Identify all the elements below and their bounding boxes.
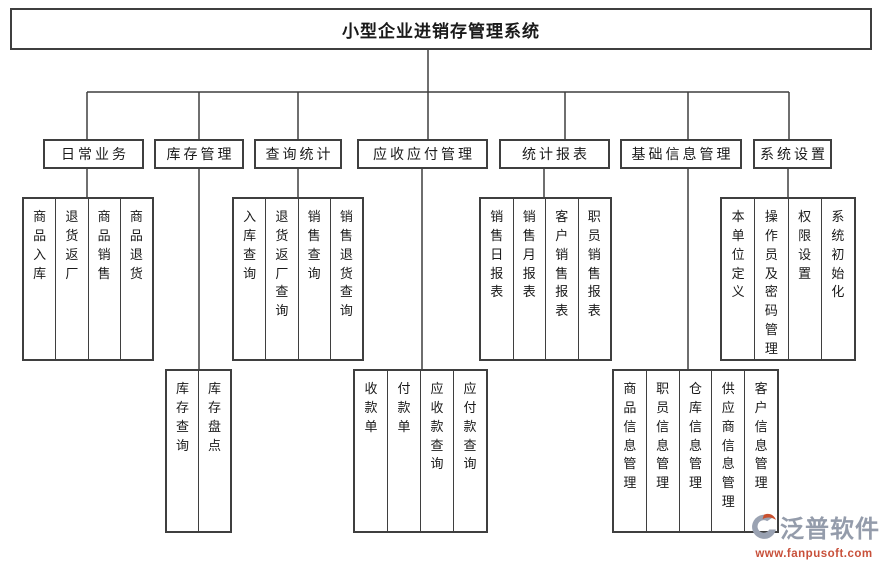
frame-query-statistics: 入库查询 退货返厂查询 销售查询 销售退货查询 [232, 197, 364, 361]
leaf-supplier-info: 供应商信息管理 [711, 371, 744, 531]
leaf-goods-info: 商品信息管理 [623, 381, 637, 491]
leaf-stock-query: 库存查询 [175, 381, 189, 453]
leaf-system-init: 系统初始化 [820, 199, 854, 359]
leaf-payment-voucher: 付款单 [387, 371, 420, 531]
fanpu-logo-icon [748, 512, 778, 547]
node-inventory-management: 库存管理 [154, 139, 244, 169]
node-system-settings: 系统设置 [753, 139, 832, 169]
system-title: 小型企业进销存管理系统 [10, 8, 872, 50]
leaf-warehouse-info: 仓库信息管理 [678, 371, 712, 531]
node-query-statistics: 查询统计 [254, 139, 342, 169]
frame-inventory-management: 库存查询 库存盘点 [165, 369, 232, 533]
vendor-watermark: 泛普软件 www.fanpusoft.com [748, 512, 880, 560]
frame-daily-business: 商品入库 退货返厂 商品销售 商品退货 [22, 197, 154, 361]
leaf-receipt-voucher: 收款单 [364, 381, 378, 434]
node-receivable-payable: 应收应付管理 [357, 139, 488, 169]
leaf-customer-sales-report: 客户销售报表 [545, 199, 578, 359]
leaf-stock-count: 库存盘点 [198, 371, 230, 531]
leaf-daily-sales-report: 销售日报表 [490, 209, 504, 300]
node-basic-info-management: 基础信息管理 [620, 139, 742, 169]
frame-system-settings: 本单位定义 操作员及密码管理 权限设置 系统初始化 [720, 197, 856, 361]
watermark-url-text: www.fanpusoft.com [755, 548, 873, 560]
node-statistical-reports: 统计报表 [499, 139, 610, 169]
node-daily-business: 日常业务 [43, 139, 144, 169]
leaf-inbound-query: 入库查询 [243, 209, 257, 281]
leaf-goods-sales: 商品销售 [87, 199, 120, 359]
leaf-goods-return: 商品退货 [119, 199, 152, 359]
leaf-staff-sales-report: 职员销售报表 [577, 199, 611, 359]
frame-receivable-payable: 收款单 付款单 应收款查询 应付款查询 [353, 369, 488, 533]
leaf-sales-return-query: 销售退货查询 [329, 199, 362, 359]
frame-basic-info-management: 商品信息管理 职员信息管理 仓库信息管理 供应商信息管理 客户信息管理 [612, 369, 779, 533]
frame-statistical-reports: 销售日报表 销售月报表 客户销售报表 职员销售报表 [479, 197, 612, 361]
leaf-permission-settings: 权限设置 [787, 199, 821, 359]
leaf-staff-info: 职员信息管理 [645, 371, 679, 531]
leaf-customer-info: 客户信息管理 [744, 371, 777, 531]
leaf-return-factory-query: 退货返厂查询 [265, 199, 297, 359]
leaf-receivable-query: 应收款查询 [420, 371, 453, 531]
leaf-return-to-factory: 退货返厂 [55, 199, 87, 359]
leaf-sales-query: 销售查询 [297, 199, 330, 359]
watermark-brand-text: 泛普软件 [780, 515, 880, 543]
leaf-monthly-sales-report: 销售月报表 [512, 199, 546, 359]
leaf-goods-inbound: 商品入库 [33, 209, 47, 281]
leaf-company-definition: 本单位定义 [731, 209, 745, 300]
leaf-payable-query: 应付款查询 [453, 371, 486, 531]
leaf-operator-password: 操作员及密码管理 [754, 199, 787, 359]
